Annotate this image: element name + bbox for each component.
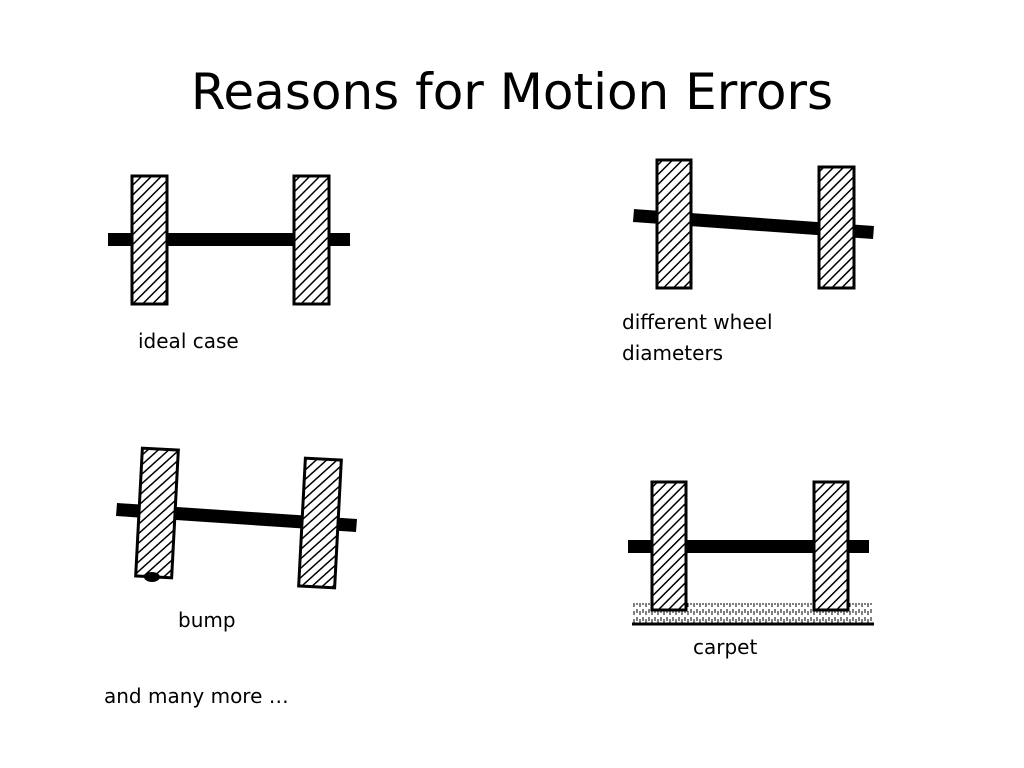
left-wheel [130, 174, 169, 306]
caption-diameters: diameters [622, 341, 724, 365]
axle [628, 540, 869, 553]
different-diameters-robot [633, 158, 874, 290]
caption-different-wheel: different wheel [622, 310, 773, 334]
caption-bump: bump [178, 608, 236, 632]
carpet-robot [628, 480, 874, 626]
left-wheel [134, 446, 180, 580]
small-wheel [817, 165, 856, 290]
caption-ideal-case: ideal case [138, 329, 239, 353]
ideal-case-robot [108, 174, 350, 306]
right-wheel [812, 480, 850, 612]
tilted-axle [633, 209, 874, 239]
right-wheel [292, 174, 331, 306]
left-wheel [650, 480, 688, 612]
bump-robot [116, 446, 357, 590]
caption-and-many-more: and many more … [104, 684, 289, 708]
slide-title: Reasons for Motion Errors [190, 63, 834, 121]
bump-obstacle [144, 572, 160, 582]
large-wheel [655, 158, 693, 290]
right-wheel [297, 456, 343, 590]
caption-carpet: carpet [693, 635, 758, 659]
